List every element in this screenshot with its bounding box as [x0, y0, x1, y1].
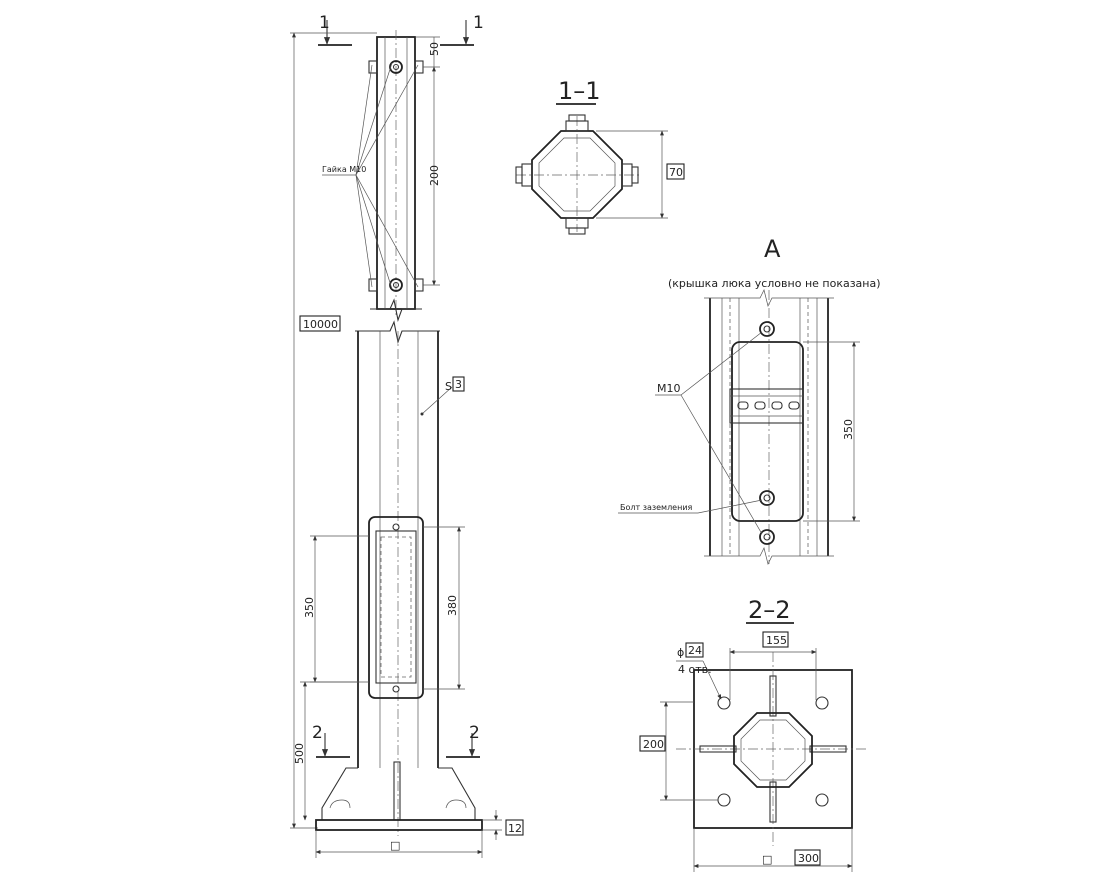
- dim-height-200: 200: [643, 738, 664, 751]
- section-2-2-view: 2–2 155 ϕ 24 4 отв.: [639, 596, 868, 872]
- section-1-1-view: 1–1 70: [515, 77, 685, 235]
- section-2-right-label: 2: [469, 723, 480, 743]
- total-height: 10000: [303, 318, 338, 331]
- dim-holes-spacing: 155: [766, 634, 787, 647]
- nut-bottom: [368, 278, 424, 292]
- plate-width-symbol: □: [762, 853, 772, 866]
- hole-diameter: 24: [688, 644, 702, 657]
- section-1-1-title: 1–1: [558, 77, 601, 105]
- wall-thickness-value: 3: [455, 378, 462, 391]
- bolt-m10-label: М10: [657, 382, 681, 395]
- detail-a-title: А: [764, 235, 781, 263]
- base-width-symbol: □: [390, 839, 400, 852]
- dim-base-height: 500: [293, 743, 306, 764]
- bolt-bottom: [759, 529, 775, 545]
- section-1-left-label: 1: [319, 13, 330, 33]
- section-2-2-title: 2–2: [748, 596, 791, 624]
- ground-bolt: [759, 490, 775, 506]
- detail-a-note: (крышка люка условно не показана): [668, 277, 881, 290]
- pole-main-view: Гайка М10 1 1 50 200 10000: [290, 13, 524, 858]
- dim-door-outer: 350: [303, 597, 316, 618]
- section-1-right-label: 1: [473, 13, 484, 33]
- access-door: [368, 516, 424, 699]
- dim-top-50: 50: [428, 42, 441, 56]
- dim-flats-70: 70: [669, 166, 683, 179]
- section-mark-2: [316, 733, 480, 758]
- pole-base: [315, 761, 483, 831]
- dim-nut-spacing: 200: [428, 165, 441, 186]
- dim-door-inner: 380: [446, 595, 459, 616]
- holes-count: 4 отв.: [678, 663, 712, 676]
- ground-bolt-label: Болт заземления: [620, 503, 693, 512]
- nut-label: Гайка М10: [322, 165, 366, 174]
- nut-leader-lines: [322, 62, 419, 290]
- dim-plate-thickness: 12: [508, 822, 522, 835]
- bolt-top: [759, 321, 775, 337]
- detail-a-view: А (крышка люка условно не показана): [618, 235, 881, 566]
- dim-opening-350: 350: [842, 419, 855, 440]
- dim-plate-width: 300: [798, 852, 819, 865]
- section-mark-1: [318, 20, 474, 46]
- wall-thickness-symbol: S: [445, 380, 452, 393]
- section-2-left-label: 2: [312, 723, 323, 743]
- hole-diameter-symbol: ϕ: [677, 646, 684, 659]
